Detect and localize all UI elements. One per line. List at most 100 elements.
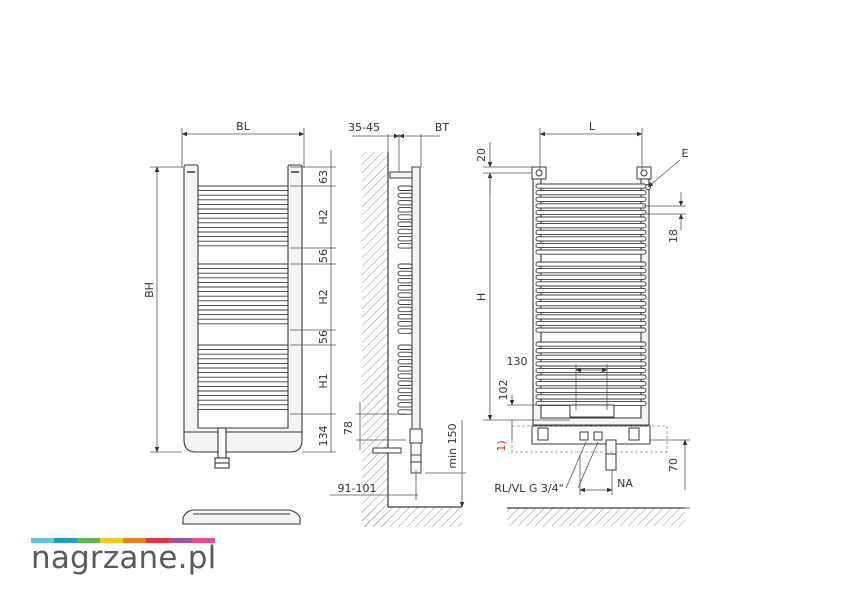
side-tube (397, 351, 413, 358)
nagrzane-logo: nagrzane.pl (31, 532, 221, 582)
front-right-dimension-chain (290, 150, 336, 453)
rear-tube (535, 183, 647, 189)
bh-label: BH (143, 282, 156, 298)
side-view (362, 152, 462, 527)
rear-view-dimensions (483, 128, 690, 509)
thread-label: RL/VL G 3/4" (494, 482, 563, 495)
side-tube (397, 285, 413, 291)
rear-tube (535, 236, 647, 242)
rear-tube (535, 327, 647, 333)
logo-wordmark: nagrzane.pl (31, 540, 216, 576)
rear-tube (535, 216, 647, 222)
side-tube (397, 243, 413, 249)
rear-tube (535, 320, 647, 327)
tube-gap-label: 18 (667, 229, 680, 243)
side-tube (397, 373, 413, 379)
rear-tube (535, 209, 647, 216)
logo-stripe-segment (54, 538, 77, 543)
rear-tube (535, 341, 647, 347)
logo-stripe-segment (77, 538, 100, 543)
rear-tube (535, 301, 647, 307)
side-tube (397, 214, 413, 220)
logo-stripe-segment (100, 538, 123, 543)
rear-tube (535, 361, 647, 367)
rear-tube (535, 294, 647, 300)
side-tube (397, 313, 413, 320)
dim-56-mid-label: 56 (317, 330, 330, 344)
floor-clearance-label: min 150 (446, 423, 459, 468)
side-tube (397, 306, 413, 313)
rear-tube (535, 354, 647, 360)
logo-stripe-segment (31, 538, 54, 543)
front-view (183, 164, 303, 469)
wall-gap-label: 35-45 (348, 121, 380, 134)
dim-56-top-label: 56 (317, 249, 330, 263)
dim-h2-top-label: H2 (317, 209, 330, 224)
dim-63-label: 63 (317, 170, 330, 184)
logo-stripe-segment (169, 538, 192, 543)
side-tube (397, 321, 413, 327)
side-tube (397, 228, 413, 235)
rear-tube (535, 381, 647, 387)
rear-tube (535, 387, 647, 393)
top-offset-label: 20 (475, 148, 488, 162)
side-tube (397, 263, 413, 269)
side-tube (397, 387, 413, 394)
rear-tube (535, 348, 647, 354)
connection-spacing-label: 130 (507, 355, 528, 368)
front-bl-dimension (181, 128, 305, 168)
na-label: NA (617, 477, 633, 490)
side-tube (397, 402, 413, 408)
side-tube (397, 292, 413, 298)
rear-tube (535, 190, 647, 196)
length-label: L (589, 120, 596, 133)
side-tube (397, 185, 413, 191)
logo-stripe-segment (146, 538, 169, 543)
footnote-marker: 1) (495, 440, 508, 451)
side-view-dimensions (330, 133, 466, 508)
logo-tld: .pl (177, 540, 217, 576)
rear-tube (535, 374, 647, 380)
side-tube (397, 358, 413, 365)
rear-tube (535, 203, 647, 209)
rear-tube (535, 287, 647, 294)
logo-stripe-segment (192, 538, 215, 543)
rear-tube (535, 242, 647, 249)
bottom-label: 70 (667, 458, 680, 472)
front-bh-dimension (150, 166, 182, 453)
connection-height-label: 78 (342, 421, 355, 435)
towel-bar-top-view (182, 509, 301, 525)
rear-view (507, 166, 685, 526)
logo-color-stripe (31, 538, 215, 543)
side-tube (397, 394, 413, 401)
rear-tube (535, 268, 647, 274)
rear-tube (535, 261, 647, 267)
rear-tube (535, 394, 647, 400)
rear-tube (535, 223, 647, 229)
logo-stripe-segment (123, 538, 146, 543)
vent-label: E (682, 147, 689, 160)
side-tube (397, 328, 413, 334)
side-tube (397, 192, 413, 199)
side-tube (397, 221, 413, 227)
rear-tube (535, 196, 647, 202)
side-tube (397, 299, 413, 305)
side-tube (397, 277, 413, 284)
height-label: H (475, 293, 488, 301)
wall-distance-label: 91-101 (338, 482, 377, 495)
dim-134-label: 134 (317, 426, 330, 447)
rear-tube (535, 249, 647, 255)
depth-label: BT (435, 121, 450, 134)
rear-tube (535, 274, 647, 280)
dim-h1-label: H1 (317, 373, 330, 388)
bl-label: BL (236, 120, 251, 133)
side-tube (397, 270, 413, 277)
logo-name: nagrzane (31, 540, 178, 576)
connection-offset-label: 102 (497, 380, 510, 401)
rear-tube (535, 307, 647, 313)
side-tube (397, 207, 413, 213)
rear-tube (535, 367, 647, 374)
rear-tube (535, 281, 647, 287)
side-tube (397, 344, 413, 350)
